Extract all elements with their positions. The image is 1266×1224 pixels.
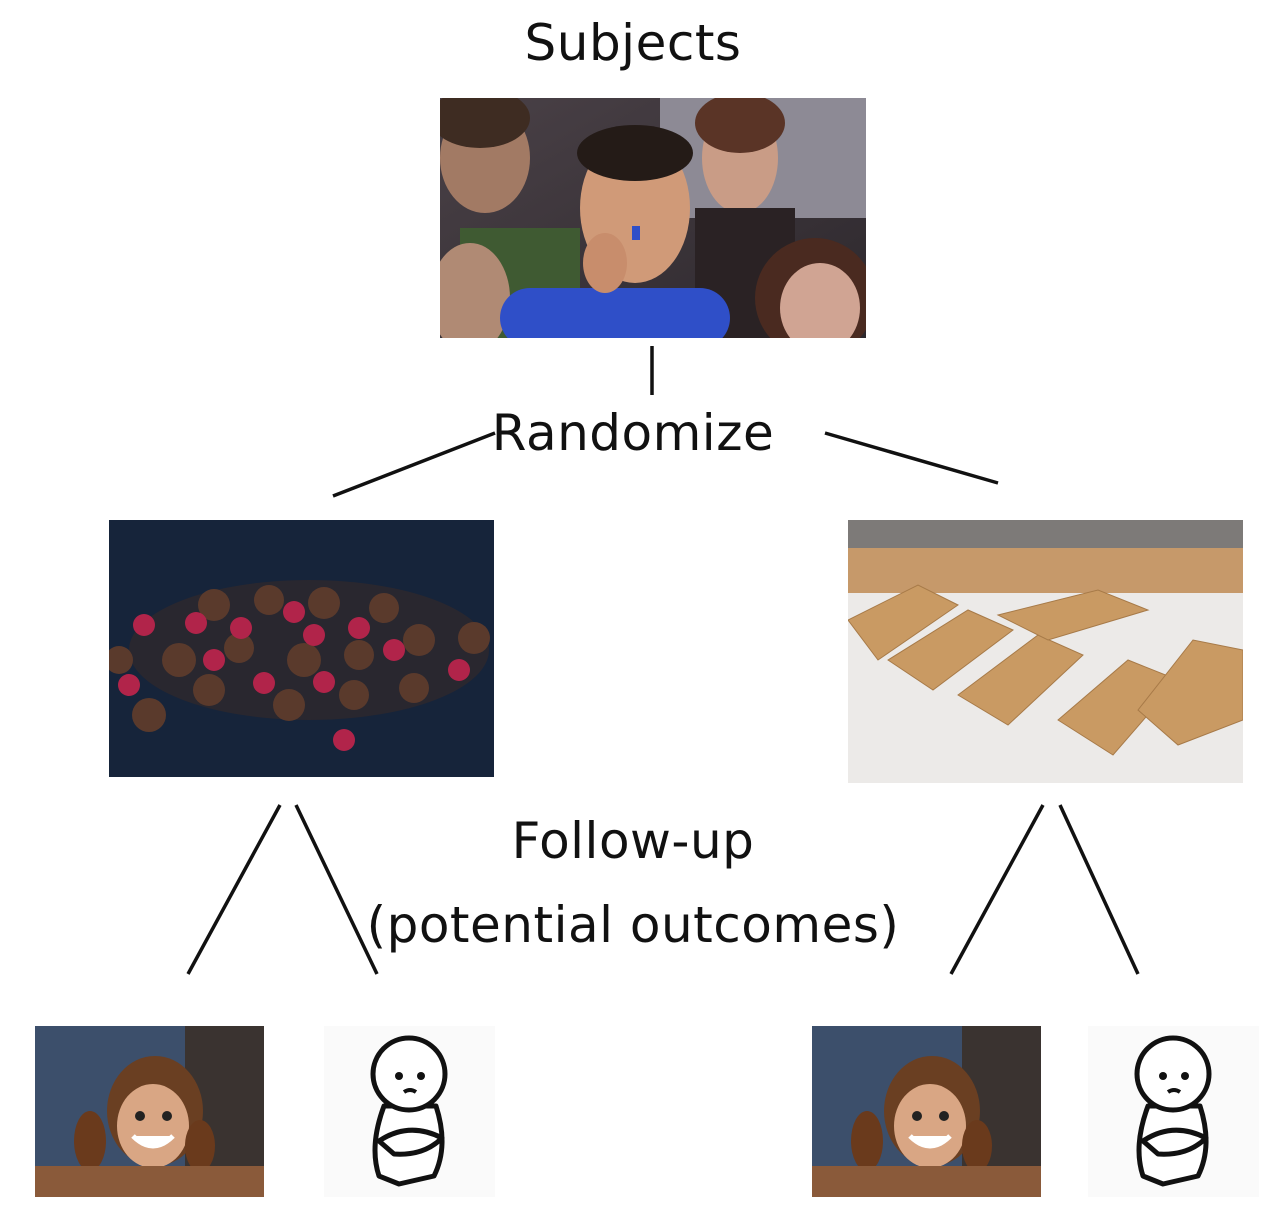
treatment-sad-outcome-icon [324, 1026, 495, 1197]
follow-up-label: Follow-up [511, 812, 755, 870]
connector-left-sad [294, 804, 379, 975]
randomize-label: Randomize [491, 404, 775, 462]
connector-left-happy [186, 804, 282, 975]
connector-right-sad [1058, 804, 1140, 975]
subjects-label: Subjects [524, 14, 742, 72]
connector-randomize-right [824, 431, 999, 485]
connector-right-happy [949, 804, 1045, 975]
control-crackers-photo [848, 520, 1243, 783]
potential-outcomes-label: (potential outcomes) [366, 896, 900, 954]
control-happy-outcome-photo [812, 1026, 1041, 1197]
treatment-chocolate-photo [109, 520, 494, 777]
treatment-happy-outcome-photo [35, 1026, 264, 1197]
control-sad-outcome-icon [1088, 1026, 1259, 1197]
subjects-photo [440, 98, 866, 338]
connector-randomize-left [332, 431, 496, 498]
